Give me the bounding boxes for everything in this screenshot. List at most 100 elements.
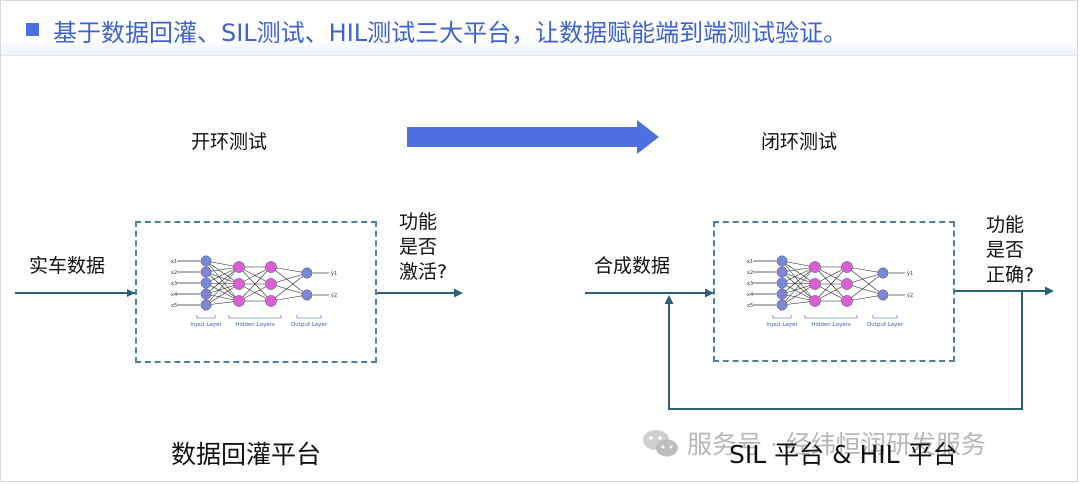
nn-connection bbox=[781, 260, 816, 302]
arrowhead bbox=[127, 289, 135, 297]
open-loop-heading: 开环测试 bbox=[191, 131, 268, 153]
nn-node bbox=[841, 261, 853, 273]
nn-node bbox=[776, 277, 788, 289]
nn-layer-bracket bbox=[804, 315, 858, 319]
nn-connection bbox=[205, 282, 240, 302]
nn-node bbox=[809, 295, 821, 307]
nn-node bbox=[265, 295, 277, 307]
feedback-loop-line bbox=[668, 291, 1023, 410]
nn-node bbox=[200, 277, 212, 289]
output-line: 功能 bbox=[399, 211, 438, 233]
nn-connection bbox=[781, 266, 816, 284]
nn-layer-label: Hidden Layers bbox=[235, 322, 275, 328]
nn-connection bbox=[846, 266, 884, 274]
output-line: 功能 bbox=[986, 214, 1025, 236]
nn-node bbox=[200, 266, 212, 278]
arrowhead bbox=[454, 288, 463, 298]
closed-loop-input-label: 合成数据 bbox=[594, 255, 671, 277]
nn-connection bbox=[781, 271, 816, 285]
nn-connection bbox=[238, 266, 272, 285]
closed-loop-output-label: 功能 是否 正确? bbox=[986, 213, 1034, 288]
nn-node bbox=[200, 299, 212, 311]
nn-input-label: x1 bbox=[171, 259, 177, 265]
closed-loop-heading: 闭环测试 bbox=[761, 131, 838, 153]
nn-node bbox=[776, 288, 788, 300]
open-loop-output-label: 功能 是否 激活? bbox=[399, 210, 447, 285]
nn-node bbox=[809, 261, 821, 273]
nn-connection bbox=[205, 266, 240, 295]
nn-node bbox=[233, 295, 245, 307]
output-line: 是否 bbox=[986, 239, 1025, 261]
output-line: 是否 bbox=[399, 236, 438, 258]
nn-node bbox=[841, 278, 853, 290]
nn-input-label: x2 bbox=[171, 270, 177, 276]
arrowhead bbox=[1045, 286, 1054, 296]
nn-layer-label: Output Layer bbox=[291, 322, 328, 328]
nn-layer-bracket bbox=[196, 315, 216, 319]
nn-node bbox=[200, 288, 212, 300]
nn-node bbox=[265, 278, 277, 290]
arrowhead bbox=[705, 288, 714, 298]
nn-connection bbox=[205, 266, 240, 284]
nn-layer-bracket bbox=[872, 315, 898, 319]
wechat-icon bbox=[643, 430, 678, 457]
nn-layer-label: Output Layer bbox=[867, 322, 904, 328]
nn-connection bbox=[270, 272, 308, 302]
open-loop-input-label: 实车数据 bbox=[29, 255, 106, 277]
nn-connection bbox=[846, 272, 884, 285]
nn-connection bbox=[205, 283, 240, 306]
title-bullet-icon bbox=[26, 23, 39, 36]
nn-node bbox=[233, 278, 245, 290]
nn-connection bbox=[846, 294, 884, 302]
nn-connection bbox=[781, 260, 816, 285]
closed-loop-nn-box bbox=[713, 221, 955, 362]
nn-connection bbox=[781, 266, 816, 306]
nn-node bbox=[301, 289, 313, 301]
watermark-text: 服务号 · 经纬恒润研发服务 bbox=[687, 430, 986, 459]
nn-node bbox=[301, 267, 313, 279]
nn-node bbox=[877, 289, 889, 301]
nn-connection bbox=[814, 266, 848, 285]
nn-input-label: x2 bbox=[747, 270, 753, 276]
nn-connection bbox=[846, 283, 884, 296]
nn-output-label: ŷ1 bbox=[331, 270, 337, 277]
nn-output-label: ŷ2 bbox=[331, 292, 337, 299]
nn-node bbox=[776, 299, 788, 311]
nn-connection bbox=[205, 271, 240, 285]
nn-input-label: x3 bbox=[171, 281, 177, 287]
nn-connection bbox=[205, 260, 240, 302]
nn-node bbox=[233, 261, 245, 273]
nn-connection bbox=[205, 260, 240, 285]
nn-layer-bracket bbox=[296, 315, 322, 319]
nn-node bbox=[877, 267, 889, 279]
nn-connection bbox=[205, 266, 240, 306]
nn-output-label: ŷ1 bbox=[907, 270, 913, 277]
nn-connection bbox=[238, 283, 272, 302]
nn-node bbox=[265, 261, 277, 273]
nn-connection bbox=[814, 266, 848, 302]
slide-title: 基于数据回灌、SIL测试、HIL测试三大平台，让数据赋能端到端测试验证。 bbox=[53, 19, 848, 47]
big-right-arrow bbox=[407, 120, 659, 154]
nn-layer-label: Input Layer bbox=[190, 322, 222, 328]
nn-node bbox=[776, 255, 788, 267]
nn-node bbox=[776, 266, 788, 278]
nn-connection bbox=[270, 294, 308, 302]
nn-layer-label: Hidden Layers bbox=[811, 322, 851, 328]
nn-connection bbox=[814, 283, 848, 302]
nn-output-label: ŷ2 bbox=[907, 292, 913, 299]
nn-connection bbox=[270, 266, 308, 274]
nn-connection bbox=[781, 271, 816, 302]
nn-connection bbox=[205, 271, 240, 302]
arrowhead bbox=[664, 295, 674, 304]
output-line: 激活? bbox=[399, 261, 448, 283]
nn-connection bbox=[781, 283, 816, 306]
nn-node bbox=[200, 255, 212, 267]
header-band bbox=[1, 1, 1077, 56]
nn-input-label: x1 bbox=[747, 259, 753, 265]
output-line: 正确? bbox=[986, 264, 1035, 286]
nn-input-label: x4 bbox=[171, 292, 177, 298]
